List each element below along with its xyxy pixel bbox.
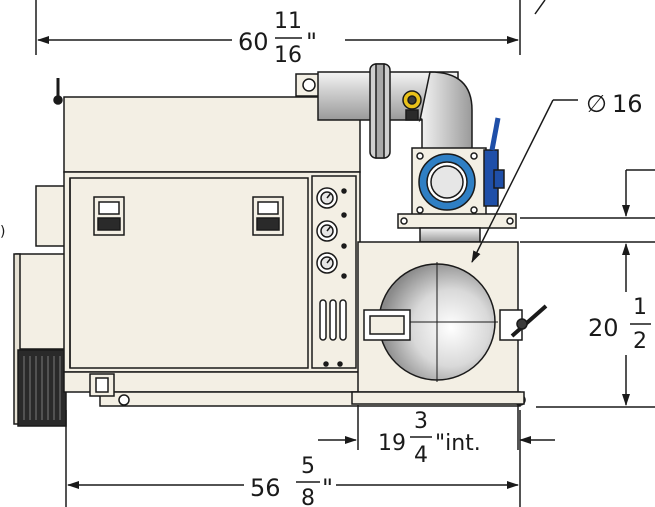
bottom-width-whole: 56 [250,474,281,502]
top-width-unit: " [306,28,317,56]
control-panel-right [252,196,284,236]
bottom-width-numerator: 5 [301,454,315,479]
top-width-whole: 60 [238,28,269,56]
dimension-diameter: ∅ 16 [471,90,643,263]
tank-housing [351,241,548,405]
dimension-top-width: 60 11 16 " [35,0,546,68]
control-panel-left [93,196,125,236]
diameter-value: 16 [612,90,643,118]
interior-whole: 19 [378,431,406,456]
top-width-numerator: 11 [274,9,302,34]
height-whole: 20 [588,314,619,342]
bottom-width-unit: " [322,474,333,502]
blue-flange-valve [397,117,517,243]
dimension-interior: 19 3 4 "int. [318,405,555,468]
height-numerator: 1 [633,295,647,320]
dimension-bottom-width: 56 5 8 " [65,410,521,507]
pressure-gauges [316,187,347,367]
interior-denominator: 4 [414,443,428,468]
height-denominator: 2 [633,329,647,354]
exhaust-pipe-elbow [295,63,473,161]
bottom-width-denominator: 8 [301,486,315,507]
top-width-denominator: 16 [274,43,302,68]
dimension-height: 20 1 2 [520,169,655,408]
interior-numerator: 3 [414,409,428,434]
interior-unit: "int. [435,431,481,456]
edge-fragment: ) [0,224,5,240]
diameter-symbol: ∅ [586,90,607,118]
